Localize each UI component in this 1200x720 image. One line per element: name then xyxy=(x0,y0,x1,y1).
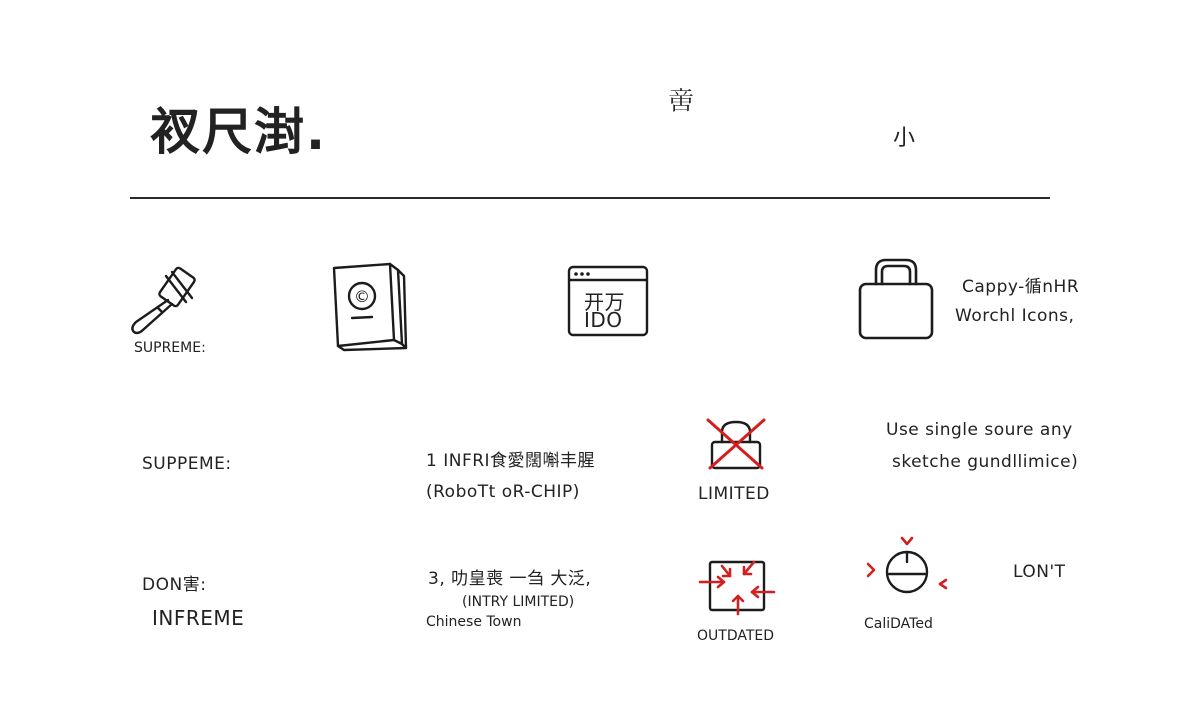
row3-center-line1: 3, 叻皇喪 一刍 大泛, xyxy=(428,569,592,589)
row3-center-line2: (INTRY LIMITED) xyxy=(462,594,575,610)
note-line1: Cappy-循nHR xyxy=(962,277,1080,297)
row2-note-line2: sketche gundllimice) xyxy=(892,452,1079,472)
calibration-circle-icon xyxy=(862,534,952,604)
page-title: 衩尺湗. xyxy=(150,103,327,161)
row3-left-line1: DON害: xyxy=(142,575,207,595)
copyright-symbol: © xyxy=(354,287,370,306)
header-right-glyph: 小 xyxy=(893,126,916,151)
browser-window-icon xyxy=(566,264,650,338)
calidated-label: CaliDATed xyxy=(864,616,933,632)
copyright-book-icon: © xyxy=(330,262,408,352)
crossed-lock-icon xyxy=(704,416,768,472)
browser-line1: 开万 xyxy=(584,290,625,314)
row2-left-label: SUPPEME: xyxy=(142,454,232,474)
row3-right-label: LON'T xyxy=(1013,562,1066,582)
note-line2: Worchl Icons, xyxy=(955,306,1075,326)
gavel-icon xyxy=(122,262,204,336)
row2-center-line2: (RoboTt oR-CHIP) xyxy=(426,482,580,502)
limited-label: LIMITED xyxy=(698,484,770,504)
lock-bag-icon xyxy=(856,256,936,342)
header-divider xyxy=(130,197,1050,199)
browser-line2: IDO xyxy=(584,308,623,332)
gavel-label: SUPREME: xyxy=(134,340,206,356)
row2-note-line1: Use single soure any xyxy=(886,420,1073,440)
header-mid-glyph: 𠶷 xyxy=(668,87,695,117)
row2-center-line1: 1 INFRI食愛闊嘝丰腥 xyxy=(426,451,596,471)
compress-arrows-icon xyxy=(698,556,778,616)
row3-left-line2: INFREME xyxy=(152,606,245,630)
row3-center-line3: Chinese Town xyxy=(426,614,522,630)
outdated-label: OUTDATED xyxy=(697,628,775,644)
